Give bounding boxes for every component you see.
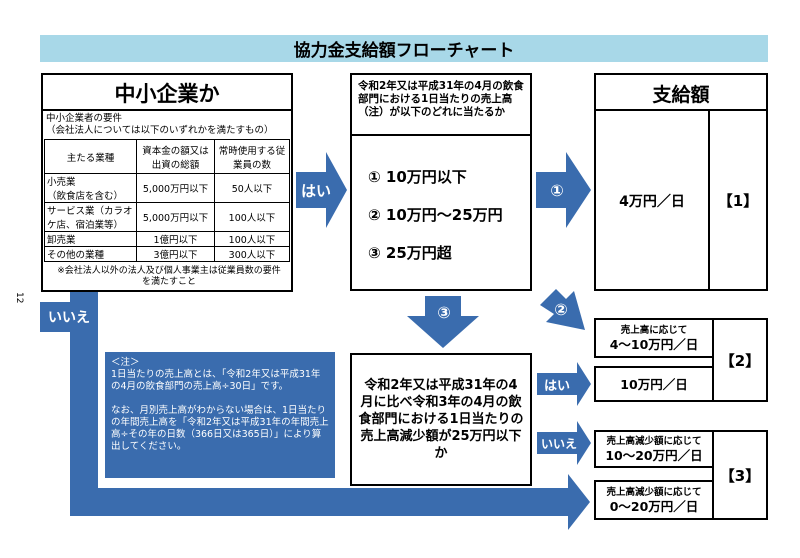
yes-label-2: はい [543, 378, 570, 394]
decline-question: 令和2年又は平成31年の4月に比べ令和3年の4月の飲食部門における1日当たりの売… [350, 353, 532, 486]
box2-line2: 4～10万円／日 [609, 336, 699, 352]
no-label-2: いいえ [540, 436, 577, 451]
payment-amount-1: 4万円／日 [619, 194, 685, 210]
arrow-no-2 [537, 421, 591, 465]
note-para-1: 1日当たりの売上高とは、「令和2年又は平成31年の4月の飲食部門の売上高÷30日… [111, 369, 321, 392]
yes-label-1: はい [300, 181, 331, 200]
arrow-yes-2 [537, 362, 591, 406]
payment-box-4: 売上高減少額に応じて 10～20万円／日 [594, 430, 714, 468]
table-cell: 1億円以下 [136, 231, 215, 247]
table-cell: 100人以下 [214, 231, 290, 247]
sme-note: ※会社法人以外の法人及び個人事業主は従業員数の要件を満たすこと [57, 266, 281, 287]
no-label-1: いいえ [40, 302, 98, 332]
box5-line2: 0～20万円／日 [609, 498, 699, 514]
table-cell: 100人以下 [214, 202, 290, 232]
arrow-no-1 [70, 292, 590, 530]
note-para-2: なお、月別売上高がわからない場合は、1日当たりの年間売上高を「令和2年又は平成3… [111, 405, 329, 452]
option-3-label: ③ [437, 302, 451, 322]
col-header: 主たる業種 [44, 139, 137, 174]
page-title: 協力金支給額フローチャート [40, 35, 768, 62]
sme-heading: 中小企業か [41, 73, 293, 111]
option-1-label: ① [550, 180, 564, 200]
box5-line1: 売上高減少額に応じて [606, 486, 702, 498]
option-1: ① 10万円以下 [368, 168, 467, 186]
payment-category-1: 【1】 [717, 192, 759, 210]
sales-question: 令和2年又は平成31年の4月の飲食部門における1日当たりの売上高（注）が以下のど… [350, 73, 532, 135]
req-line-1: 中小企業者の要件 [46, 113, 123, 124]
col-header: 常時使用する従業員の数 [214, 139, 290, 174]
box3-text: 10万円／日 [620, 376, 688, 392]
option-3: ③ 25万円超 [368, 244, 452, 262]
payment-divider [708, 111, 710, 289]
box4-line2: 10～20万円／日 [605, 447, 703, 463]
payment-box-3: 10万円／日 [594, 366, 714, 402]
box4-line1: 売上高減少額に応じて [606, 435, 702, 447]
payment-box-5: 売上高減少額に応じて 0～20万円／日 [594, 480, 714, 520]
arrow-option-1 [536, 152, 591, 228]
table-cell: 300人以下 [214, 246, 290, 262]
option-2: ② 10万円～25万円 [368, 206, 503, 224]
table-cell: 卸売業 [44, 231, 137, 247]
payment-box-2: 売上高に応じて 4～10万円／日 [594, 318, 714, 358]
table-cell: 5,000万円以下 [136, 173, 215, 203]
col-header: 資本金の額又は出資の総額 [136, 139, 215, 174]
arrow-option-3 [407, 296, 479, 348]
sme-requirements-box: 中小企業者の要件 （会社法人については以下のいずれかを満たすもの） 主たる業種 … [41, 109, 293, 292]
options-box: ① 10万円以下 ② 10万円～25万円 ③ 25万円超 [350, 134, 532, 291]
note-heading: ＜注＞ [111, 357, 140, 368]
sme-requirements-text: 中小企業者の要件 （会社法人については以下のいずれかを満たすもの） [46, 113, 290, 137]
arrow-option-2 [540, 289, 585, 330]
requirements-table: 主たる業種 資本金の額又は出資の総額 常時使用する従業員の数 小売業 （飲食店を… [44, 139, 290, 262]
table-cell: 5,000万円以下 [136, 202, 215, 232]
note-box: ＜注＞ 1日当たりの売上高とは、「令和2年又は平成31年の4月の飲食部門の売上高… [105, 352, 335, 478]
table-cell: 50人以下 [214, 173, 290, 203]
arrow-yes-1 [296, 152, 347, 228]
table-cell: サービス業（カラオケ店、宿泊業等） [44, 202, 137, 232]
option-2-label: ② [554, 299, 568, 319]
table-cell: 小売業 （飲食店を含む） [44, 173, 137, 203]
payment-heading: 支給額 [594, 73, 768, 111]
table-cell: その他の業種 [44, 246, 137, 262]
payment-category-3: 【3】 [712, 430, 768, 520]
box2-line1: 売上高に応じて [620, 324, 688, 336]
table-cell: 3億円以下 [136, 246, 215, 262]
req-line-2: （会社法人については以下のいずれかを満たすもの） [46, 125, 274, 136]
payment-category-2: 【2】 [712, 318, 768, 402]
payment-box: 4万円／日 【1】 [594, 109, 768, 291]
